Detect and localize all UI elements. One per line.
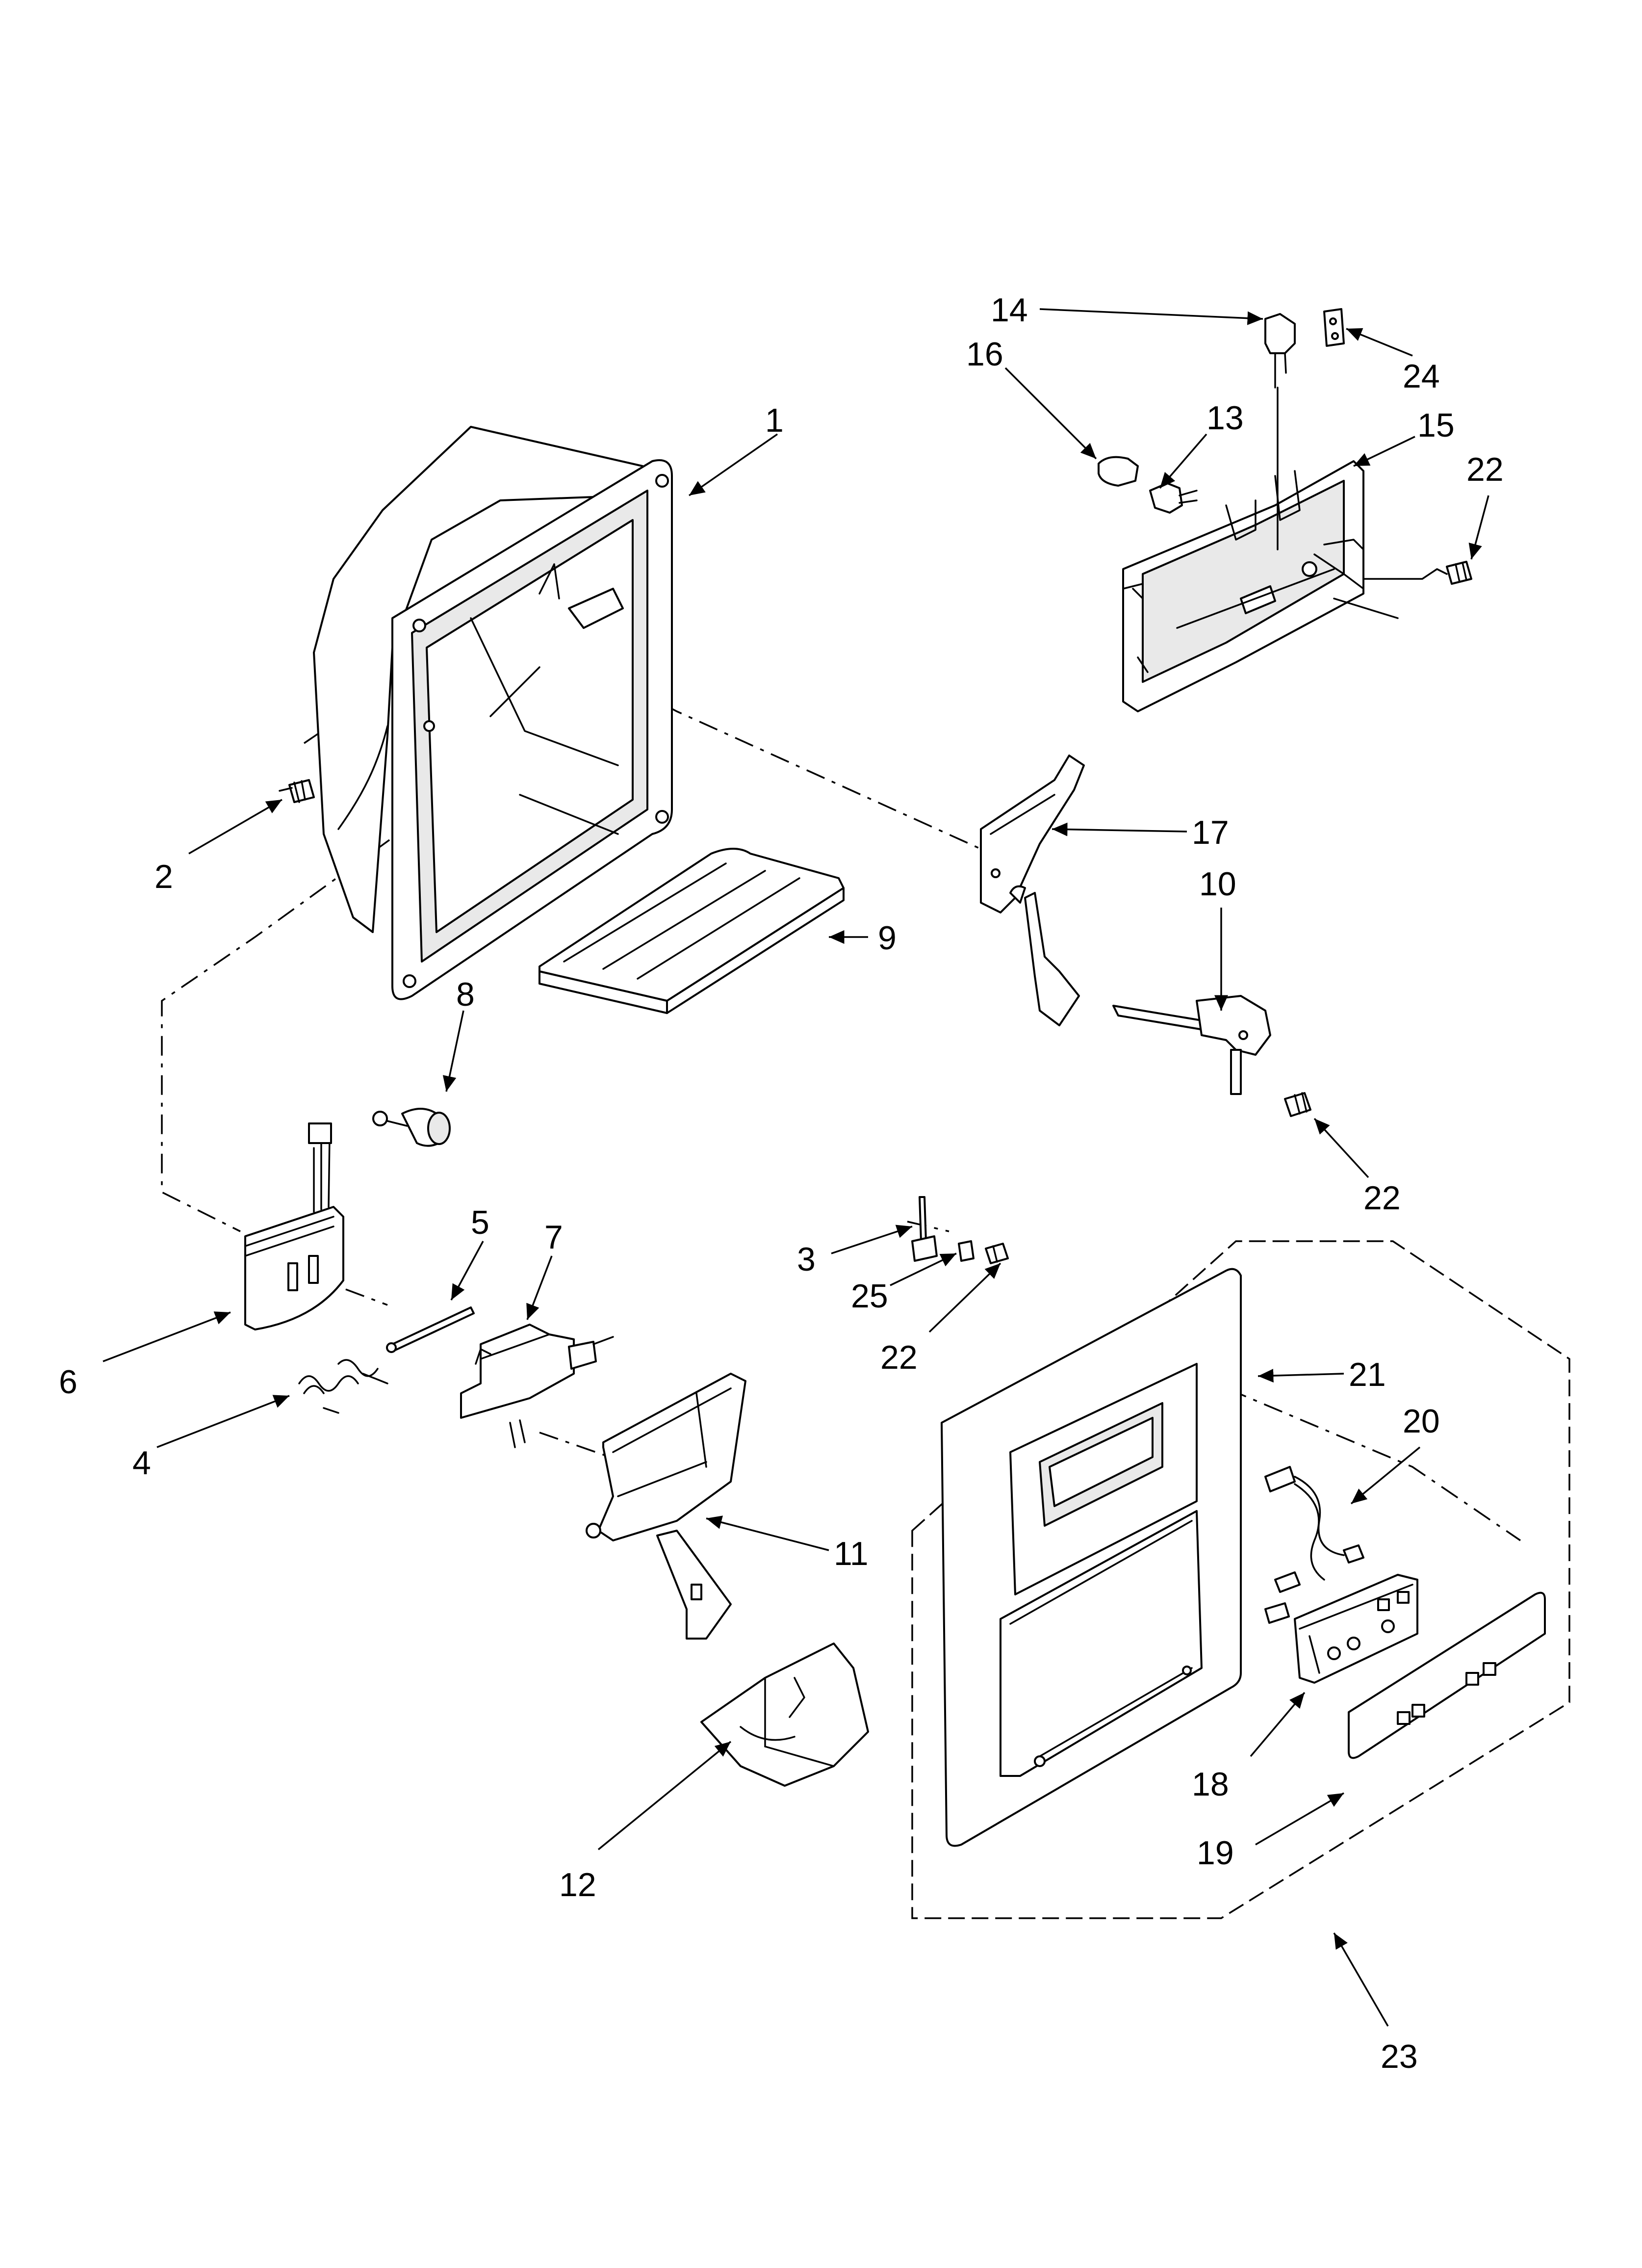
label-13: 13 bbox=[1206, 399, 1244, 437]
label-3: 3 bbox=[797, 1241, 816, 1278]
part-11-ice-paddle bbox=[586, 1373, 746, 1640]
part-18-control-board bbox=[1294, 1574, 1418, 1684]
label-21: 21 bbox=[1349, 1356, 1386, 1393]
label-5: 5 bbox=[471, 1204, 489, 1241]
part-10-link bbox=[1112, 995, 1271, 1095]
part-21-front-panel bbox=[941, 1268, 1242, 1847]
leader-lines bbox=[103, 308, 1489, 2027]
part-7-bracket bbox=[460, 1324, 614, 1448]
part-12-funnel bbox=[700, 1642, 869, 1787]
label-24: 24 bbox=[1403, 358, 1440, 395]
label-15: 15 bbox=[1417, 407, 1455, 444]
label-22-mid: 22 bbox=[1363, 1179, 1401, 1217]
label-18: 18 bbox=[1192, 1766, 1229, 1803]
label-1: 1 bbox=[765, 402, 784, 439]
label-9: 9 bbox=[878, 919, 897, 957]
label-25: 25 bbox=[851, 1277, 888, 1315]
label-22-top: 22 bbox=[1466, 451, 1504, 488]
label-6: 6 bbox=[59, 1363, 77, 1401]
label-11: 11 bbox=[834, 1535, 869, 1572]
label-22-small: 22 bbox=[880, 1339, 918, 1376]
label-10: 10 bbox=[1199, 865, 1236, 903]
label-2: 2 bbox=[154, 858, 173, 895]
callout-labels: 1 2 9 17 10 22 8 5 7 6 4 11 12 3 25 22 1… bbox=[59, 291, 1504, 2075]
part-19-overlay bbox=[1348, 1591, 1546, 1759]
part-8-solenoid bbox=[372, 1108, 451, 1147]
part-14-switch bbox=[1264, 313, 1296, 550]
part-3-clip bbox=[911, 1196, 938, 1262]
part-20-harness bbox=[1264, 1466, 1364, 1624]
label-17: 17 bbox=[1192, 814, 1229, 851]
label-19: 19 bbox=[1197, 1834, 1234, 1872]
part-6-switch-box bbox=[244, 1122, 344, 1330]
part-15-bracket bbox=[1122, 460, 1448, 712]
part-22-screw-top bbox=[1446, 561, 1472, 585]
label-7: 7 bbox=[544, 1219, 563, 1256]
part-1-housing bbox=[313, 426, 673, 1000]
label-14: 14 bbox=[991, 291, 1028, 329]
part-25-shim bbox=[958, 1240, 975, 1262]
part-2-screw bbox=[279, 779, 315, 803]
part-4-springs bbox=[298, 1359, 388, 1414]
part-22-screw-mid bbox=[1284, 1092, 1311, 1117]
part-9-drip-tray bbox=[539, 848, 845, 1014]
part-5-pin bbox=[386, 1306, 475, 1353]
label-23: 23 bbox=[1381, 2038, 1418, 2075]
part-16-bulb bbox=[1098, 456, 1139, 487]
part-24-insulator bbox=[1323, 308, 1345, 347]
part-13-socket bbox=[1149, 482, 1198, 514]
label-8: 8 bbox=[456, 976, 475, 1013]
part-22-screw-small bbox=[985, 1243, 1009, 1264]
part-17-lever bbox=[980, 755, 1085, 1026]
label-4: 4 bbox=[132, 1444, 151, 1482]
label-20: 20 bbox=[1403, 1403, 1440, 1440]
label-12: 12 bbox=[559, 1866, 596, 1903]
label-16: 16 bbox=[966, 336, 1003, 373]
